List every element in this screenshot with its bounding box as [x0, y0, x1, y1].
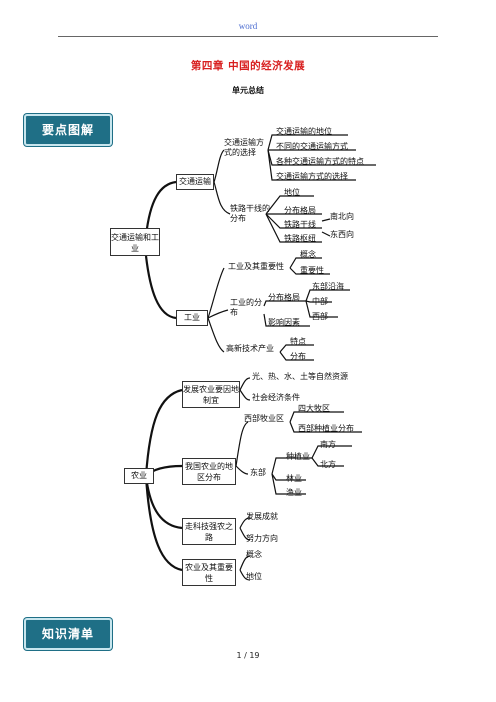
node-adapt-local: 发展农业要因地制宜 — [182, 381, 240, 408]
node-transport-choice: 交通运输方式的选择 — [224, 138, 264, 157]
west-pastoral: 西部牧业区 — [244, 414, 284, 423]
east-region: 东部 — [250, 468, 266, 477]
choice-item-4: 交通运输方式的选择 — [276, 172, 348, 181]
node-rail-distribution: 铁路干线的分布 — [230, 204, 270, 223]
node-transport: 交通运输 — [176, 174, 214, 190]
node-hitech: 高新技术产业 — [226, 344, 274, 353]
agri-concept: 概念 — [246, 550, 262, 559]
page-number: 1 / 19 — [236, 651, 260, 660]
industry-central: 中部 — [312, 297, 328, 306]
header-rule — [58, 36, 438, 37]
rail-north-south: 南北向 — [330, 212, 354, 221]
node-industry: 工业 — [176, 310, 208, 326]
rail-east-west: 东西向 — [330, 230, 354, 239]
node-tech-agri: 走科技强农之路 — [182, 518, 236, 545]
section-badge-key-points: 要点图解 — [24, 114, 112, 146]
socio-economic: 社会经济条件 — [252, 393, 300, 402]
map1-root-node: 交通运输和工业 — [110, 228, 160, 256]
map2-root-node: 农业 — [124, 468, 154, 484]
node-industry-importance: 工业及其重要性 — [228, 262, 284, 271]
industry-significance: 重要性 — [300, 266, 324, 275]
choice-item-3: 各种交通运输方式的特点 — [276, 157, 364, 166]
hitech-distribution: 分布 — [290, 352, 306, 361]
crop-farming: 种植业 — [286, 452, 310, 461]
hitech-features: 特点 — [290, 337, 306, 346]
fishery: 渔业 — [286, 488, 302, 497]
section-badge-knowledge-list: 知识清单 — [24, 618, 112, 650]
node-industry-distribution: 工业的分布 — [230, 298, 262, 317]
west-crop: 西部种植业分布 — [298, 424, 354, 433]
four-pastures: 四大牧区 — [298, 404, 330, 413]
achievements: 发展成就 — [246, 512, 278, 521]
future-direction: 努力方向 — [246, 534, 278, 543]
crop-south: 南方 — [320, 440, 336, 449]
industry-layout: 分布格局 — [268, 293, 300, 302]
rail-layout: 分布格局 — [284, 206, 316, 215]
rail-lines: 铁路干线 — [284, 220, 316, 229]
page-header: word — [238, 21, 258, 31]
chapter-title: 第四章 中国的经济发展 — [190, 60, 306, 72]
choice-item-2: 不同的交通运输方式 — [276, 142, 348, 151]
rail-position: 地位 — [284, 188, 300, 197]
industry-west: 西部 — [312, 312, 328, 321]
node-agri-importance: 农业及其重要性 — [182, 559, 236, 586]
industry-concept: 概念 — [300, 250, 316, 259]
forestry: 林业 — [286, 474, 302, 483]
industry-east-coast: 东部沿海 — [312, 282, 344, 291]
natural-resources: 光、热、水、土等自然资源 — [252, 372, 348, 381]
industry-factors: 影响因素 — [268, 318, 300, 327]
crop-north: 北方 — [320, 460, 336, 469]
agri-position: 地位 — [246, 572, 262, 581]
choice-item-1: 交通运输的地位 — [276, 127, 332, 136]
section-subtitle: 单元总结 — [232, 86, 264, 95]
rail-hub: 铁路枢纽 — [284, 234, 316, 243]
node-agri-regions: 我国农业的地区分布 — [182, 458, 236, 485]
